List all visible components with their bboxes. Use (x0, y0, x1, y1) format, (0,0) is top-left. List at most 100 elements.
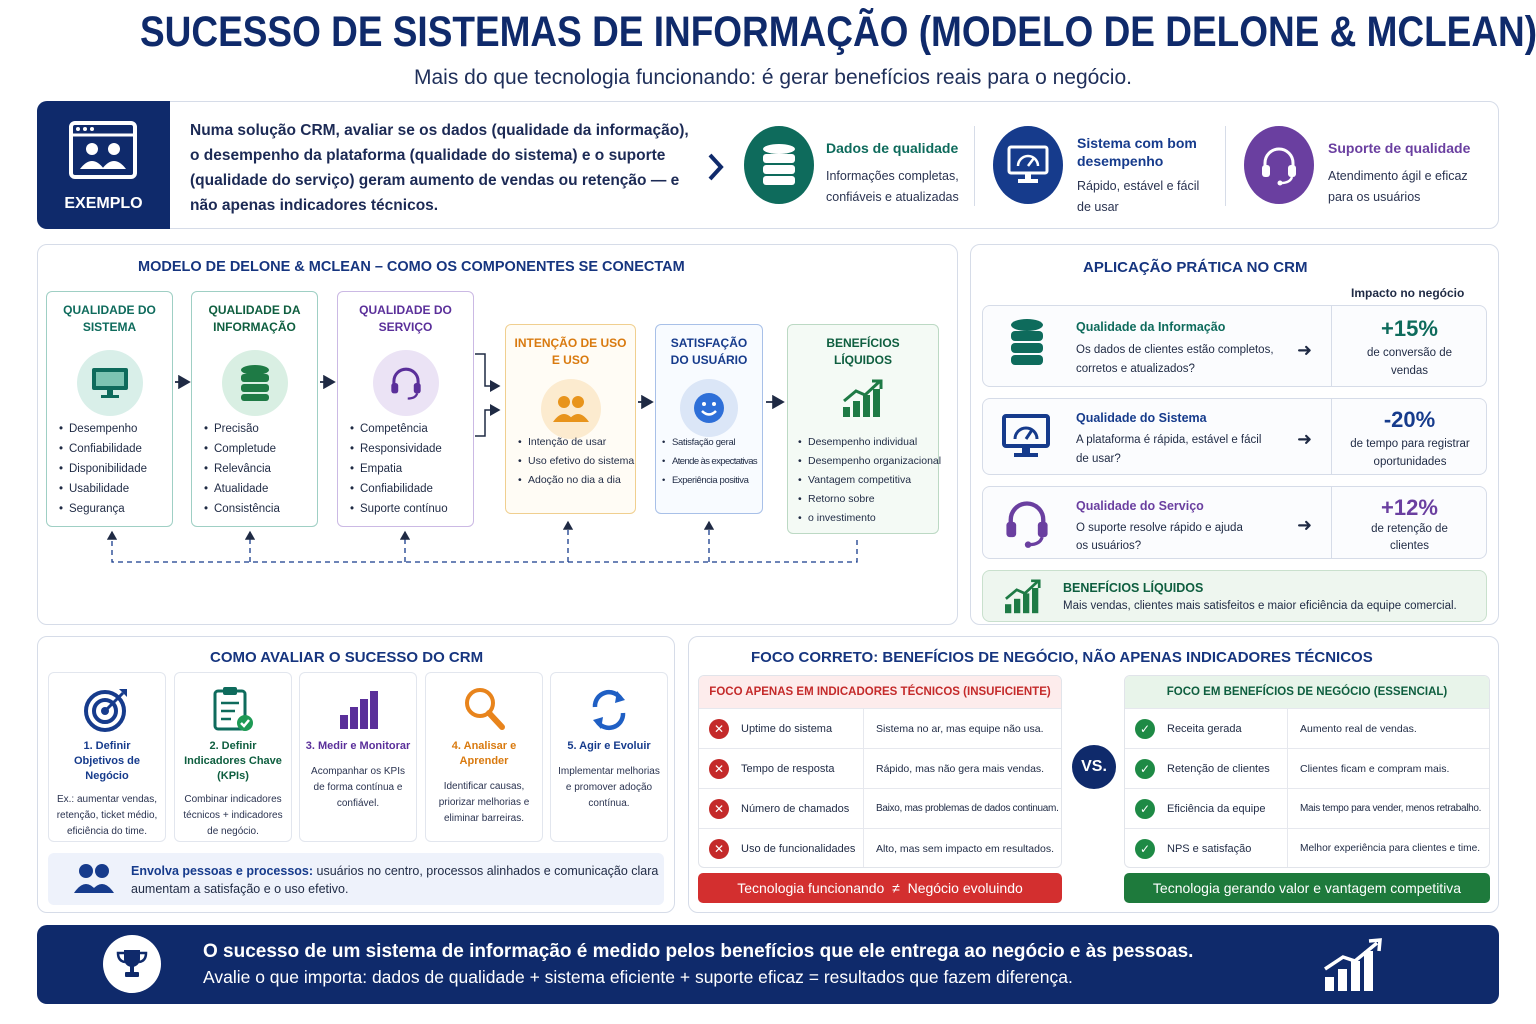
step-desc: Ex.: aumentar vendas, retenção, ticket m… (56, 794, 158, 837)
component-items: Desempenho individual Desempenho organiz… (798, 433, 941, 528)
impact-value: +12% (1381, 495, 1438, 520)
step-title: 5. Agir e Evoluir (567, 740, 651, 752)
users-icon (74, 863, 114, 895)
people-note-bold: Envolva pessoas e processos: (131, 864, 314, 878)
impact-value: -20% (1383, 407, 1436, 432)
monitor-icon (76, 350, 143, 416)
bad-focus-table: FOCO APENAS EM INDICADORES TÉCNICOS (INS… (698, 675, 1062, 868)
example-item-desc: Rápido, estável e fácil de usar (1077, 179, 1200, 214)
x-icon: ✕ (709, 719, 729, 739)
list-item: Adoção no dia a dia (518, 471, 634, 490)
people-note: Envolva pessoas e processos: usuários no… (48, 853, 664, 905)
component-satisfaction: SATISFAÇÃO DO USUÁRIO Satisfação geral A… (655, 324, 763, 514)
step-act: 5. Agir e Evoluir Implementar melhorias … (550, 672, 668, 842)
component-title: QUALIDADE DO SISTEMA (63, 303, 156, 334)
example-item-data: Dados de qualidade Informações completas… (744, 124, 984, 206)
good-focus-header: FOCO EM BENEFÍCIOS DE NEGÓCIO (ESSENCIAL… (1125, 676, 1489, 708)
step-kpis: 2. Definir Indicadores Chave (KPIs) Comb… (174, 672, 292, 842)
component-items: Satisfação geral Atende às expectativas … (662, 433, 758, 490)
database-icon (221, 350, 288, 416)
headset-icon (1244, 126, 1314, 204)
divider (1331, 399, 1332, 474)
table-cell: Alto, mas sem impacto em resultados. (863, 829, 1054, 867)
focus-title: FOCO CORRETO: BENEFÍCIOS DE NEGÓCIO, NÃO… (751, 649, 1373, 666)
magnifier-icon (462, 685, 506, 733)
example-badge: EXEMPLO (37, 101, 170, 229)
list-item: Confiabilidade (350, 479, 448, 499)
example-item-title: Suporte de qualidade (1328, 140, 1471, 156)
check-icon: ✓ (1135, 839, 1155, 859)
component-items: Precisão Completude Relevância Atualidad… (204, 419, 280, 519)
clipboard-check-icon (211, 685, 255, 733)
list-item: Usabilidade (59, 479, 147, 499)
list-item: Retorno sobre (798, 490, 941, 509)
example-item-desc: Atendimento ágil e eficaz para os usuári… (1328, 169, 1468, 204)
component-use: INTENÇÃO DE USO E USO Intenção de usar U… (505, 324, 636, 514)
crm-row-information: Qualidade da Informação Os dados de clie… (982, 305, 1487, 387)
crm-row-system: Qualidade do Sistema A plataforma é rápi… (982, 398, 1487, 475)
list-item: Completude (204, 439, 280, 459)
headset-icon (1003, 497, 1051, 549)
check-icon: ✓ (1135, 719, 1155, 739)
step-measure: 3. Medir e Monitorar Acompanhar os KPIs … (299, 672, 417, 842)
users-icon (540, 379, 601, 439)
list-item: Responsividade (350, 439, 448, 459)
impact-desc: de conversão de vendas (1366, 347, 1453, 377)
component-items: Competência Responsividade Empatia Confi… (350, 419, 448, 519)
monitor-gauge-icon (1001, 413, 1051, 461)
example-item-support: Suporte de qualidade Atendimento ágil e … (1244, 124, 1494, 206)
component-information-quality: QUALIDADE DA INFORMAÇÃO Precisão Complet… (191, 291, 318, 527)
example-item-desc: Informações completas, confiáveis e atua… (826, 169, 959, 204)
crm-row-title: Qualidade do Sistema (1076, 411, 1207, 425)
step-title: 4. Analisar e Aprender (451, 740, 517, 767)
list-item: Consistência (204, 499, 280, 519)
step-desc: Acompanhar os KPIs de forma contínua e c… (311, 766, 405, 809)
check-icon: ✓ (1135, 799, 1155, 819)
crm-benefits: BENEFÍCIOS LÍQUIDOS Mais vendas, cliente… (982, 570, 1487, 622)
table-cell: Melhor experiência para clientes e time. (1287, 829, 1480, 867)
list-item: Atende às expectativas (662, 452, 758, 471)
footer-line2: Avalie o que importa: dados de qualidade… (203, 967, 1073, 987)
bad-focus-footer: Tecnologia funcionando ≠ Negócio evoluin… (698, 873, 1062, 903)
table-cell: Uso de funcionalidades (741, 843, 856, 855)
evaluate-title: COMO AVALIAR O SUCESSO DO CRM (210, 649, 484, 666)
benefits-desc: Mais vendas, clientes mais satisfeitos e… (1063, 600, 1457, 612)
step-desc: Combinar indicadores técnicos + indicado… (183, 794, 283, 837)
table-cell: Sistema no ar, mas equipe não usa. (863, 709, 1044, 748)
people-note-rest: usuários no centro, processos alinhados … (313, 864, 659, 878)
table-cell: Aumento real de vendas. (1287, 709, 1417, 748)
page-subtitle: Mais do que tecnologia funcionando: é ge… (414, 66, 1132, 89)
database-icon (744, 126, 814, 204)
impact-desc: de retenção de clientes (1371, 523, 1448, 552)
growth-chart-icon (841, 379, 885, 419)
crm-row-title: Qualidade da Informação (1076, 320, 1226, 334)
benefits-title: BENEFÍCIOS LÍQUIDOS (1063, 581, 1204, 595)
list-item: o investimento (798, 509, 941, 528)
step-title: 3. Medir e Monitorar (305, 740, 411, 752)
component-title: QUALIDADE DA INFORMAÇÃO (208, 303, 301, 334)
list-item: Relevância (204, 459, 280, 479)
list-item: Disponibilidade (59, 459, 147, 479)
footer-banner: O sucesso de um sistema de informação é … (37, 925, 1499, 1004)
x-icon: ✕ (709, 839, 729, 859)
list-item: Competência (350, 419, 448, 439)
list-item: Satisfação geral (662, 433, 757, 452)
bad-focus-header: FOCO APENAS EM INDICADORES TÉCNICOS (INS… (699, 676, 1061, 708)
table-cell: Baixo, mas problemas de dados continuam. (863, 789, 1059, 828)
step-desc: Implementar melhorias e promover adoção … (558, 766, 660, 809)
bar-chart-icon (336, 685, 380, 733)
arrow-right-icon: ➜ (1297, 340, 1313, 360)
list-item: Experiência positiva (662, 471, 757, 490)
component-items: Desempenho Confiabilidade Disponibilidad… (59, 419, 147, 519)
smile-icon (680, 379, 738, 437)
list-item: Uso efetivo do sistema (518, 452, 634, 471)
example-item-title: Sistema com bom desempenho (1077, 135, 1197, 169)
impact-desc: de tempo para registrar oportunidades (1350, 438, 1470, 468)
people-note-line2: aumentam a satisfação e o uso efetivo. (131, 882, 349, 896)
